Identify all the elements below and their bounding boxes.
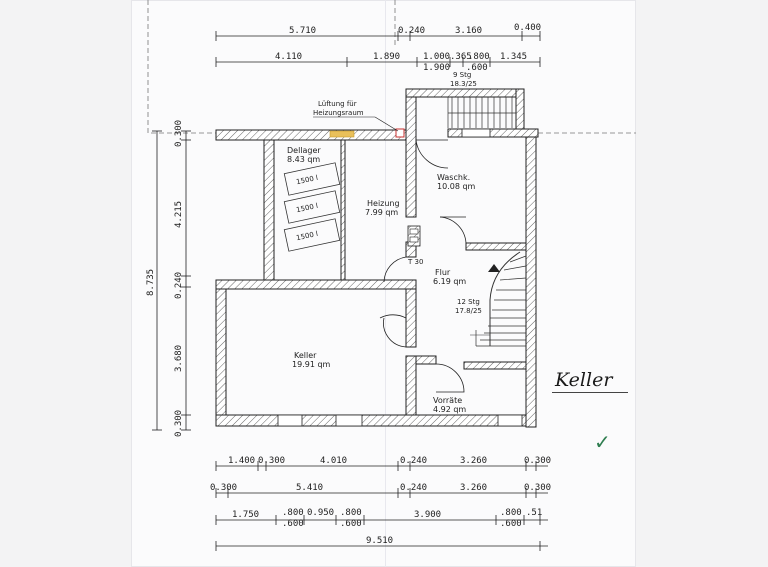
checkmark-icon: ✓: [594, 430, 611, 454]
room-keller-area: 19.91 qm: [292, 360, 331, 369]
bottom-dim-16: 3.900: [414, 510, 441, 520]
ventilation-label-2: Heizungsraum: [313, 109, 364, 117]
tank-label-1: 1500 l: [296, 174, 319, 186]
top-dim-5: 4.110: [275, 52, 302, 62]
room-heizung-name: Heizung: [367, 199, 400, 208]
main-stairs-ratio: 17.8/25: [455, 307, 482, 315]
room-flur-area: 6.19 qm: [433, 277, 466, 286]
bottom-dimension-lines: [215, 461, 548, 551]
room-waschk-name: Waschk.: [437, 173, 470, 182]
left-dim-1: 0.300: [174, 120, 184, 147]
bottom-dim-20: .600: [340, 519, 362, 529]
oil-tanks: [283, 162, 341, 252]
room-vorraete-area: 4.92 qm: [433, 405, 466, 414]
bottom-dim-17: .800: [500, 508, 522, 518]
main-staircase: [470, 251, 527, 347]
tank-1: [283, 162, 341, 196]
bottom-dim-10: 3.260: [460, 483, 487, 493]
top-dim-4: 0.400: [514, 23, 541, 33]
bottom-dim-1: 1.400: [228, 456, 255, 466]
main-stairs-count: 12 Stg: [457, 298, 480, 306]
left-total-dim: 8.735: [146, 269, 156, 296]
room-heizung-area: 7.99 qm: [365, 208, 398, 217]
top-dim-7: 1.000: [423, 52, 450, 62]
top-dim-1: 5.710: [289, 26, 316, 36]
bottom-dim-18: .51: [526, 508, 542, 518]
left-dim-2: 4.215: [174, 201, 184, 228]
bottom-total-dim: 9.510: [366, 536, 393, 546]
fire-door-rating: T 30: [407, 258, 423, 266]
bottom-dim-19: .600: [282, 519, 304, 529]
top-dim-8: .365: [450, 52, 472, 62]
left-dim-3: 0.240: [174, 272, 184, 299]
dashed-outline-left: [147, 0, 216, 134]
bottom-dim-21: .600: [500, 519, 522, 529]
room-flur-name: Flur: [435, 268, 451, 277]
tank-label-2: 1500 l: [296, 202, 319, 214]
left-dimension-lines: [152, 130, 191, 431]
room-vorraete-name: Vorräte: [433, 396, 462, 405]
top-stairs-ratio: 18.3/25: [450, 80, 477, 88]
top-dim-6: 1.890: [373, 52, 400, 62]
top-stairs-count: 9 Stg: [453, 71, 471, 79]
top-dimension-lines: [215, 31, 541, 67]
top-dim-9: .800: [468, 52, 490, 62]
bottom-dim-8: 5.410: [296, 483, 323, 493]
left-dim-5: 0.300: [174, 410, 184, 437]
bottom-dim-11: 0.300: [524, 483, 551, 493]
flue-2: [409, 236, 419, 243]
bottom-dim-13: .800: [282, 508, 304, 518]
bottom-dim-14: 0.950: [307, 508, 334, 518]
room-dellager-area: 8.43 qm: [287, 155, 320, 164]
tank-2: [283, 190, 341, 224]
room-dellager-name: Dellager: [287, 146, 321, 155]
ventilation-leader: [374, 116, 399, 132]
walls: [215, 88, 539, 428]
vent-shaft-marker: [395, 128, 405, 138]
room-waschk-area: 10.08 qm: [437, 182, 476, 191]
tank-3: [283, 218, 341, 252]
left-dim-4: 3.680: [174, 345, 184, 372]
bottom-dim-2: 0.300: [258, 456, 285, 466]
top-dim-12: .600: [466, 63, 488, 73]
windows: [277, 128, 523, 427]
bottom-dim-7: 0.300: [210, 483, 237, 493]
flue-1: [409, 228, 419, 235]
top-dim-2: 0.240: [398, 26, 425, 36]
ventilation-marker: [329, 130, 355, 138]
bottom-dim-9: 0.240: [400, 483, 427, 493]
bottom-dim-5: 3.260: [460, 456, 487, 466]
tank-label-3: 1500 l: [296, 230, 319, 242]
top-dim-11: 1.900: [423, 63, 450, 73]
top-dim-3: 3.160: [455, 26, 482, 36]
doors: [379, 139, 467, 393]
plan-title: Keller: [555, 369, 613, 391]
ventilation-label-1: Lüftung für: [318, 100, 357, 108]
bottom-dim-12: 1.750: [232, 510, 259, 520]
plan-title-underline: [552, 392, 628, 393]
top-dim-10: 1.345: [500, 52, 527, 62]
bottom-dim-3: 4.010: [320, 456, 347, 466]
bottom-dim-15: .800: [340, 508, 362, 518]
bottom-dim-4: 0.240: [400, 456, 427, 466]
top-staircase: [447, 97, 516, 128]
room-keller-name: Keller: [294, 351, 317, 360]
bottom-dim-6: 0.300: [524, 456, 551, 466]
